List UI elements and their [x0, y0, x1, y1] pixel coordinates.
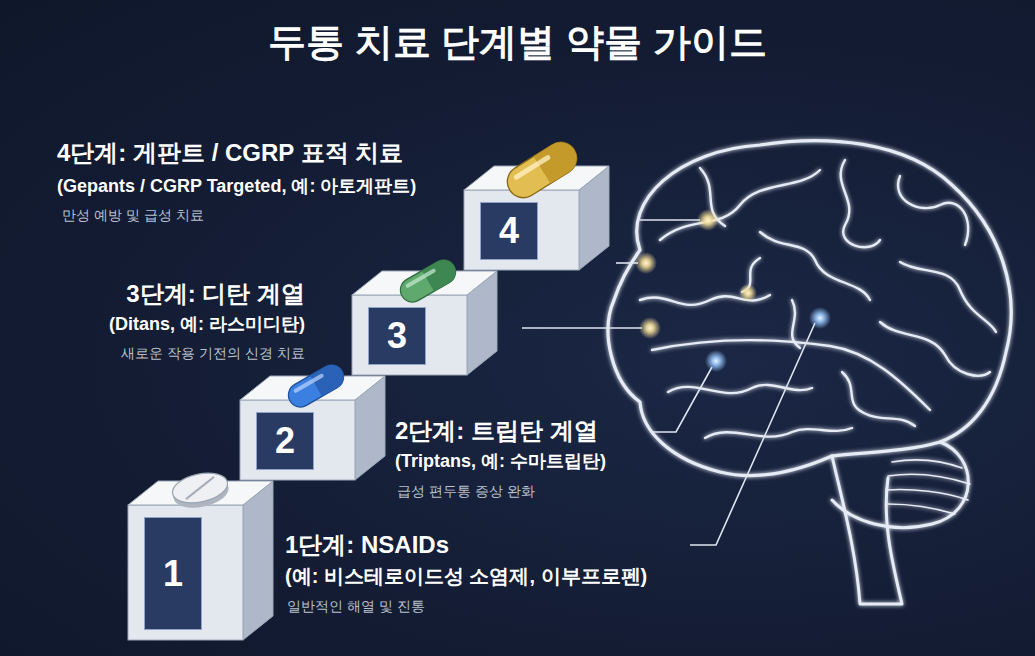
capsule-pill: [501, 136, 582, 203]
drug-example: (Ditans, 예: 라스미디탄): [109, 312, 305, 336]
step-description: 만성 예방 및 급성 치료: [62, 205, 204, 225]
diagram-title: 두통 치료 단계별 약물 가이드: [0, 18, 1035, 66]
step-description: 일반적인 해열 및 진통: [287, 596, 425, 616]
glow-dot: [639, 317, 661, 339]
step-front: [128, 505, 243, 640]
drug-example: (예: 비스테로이드성 소염제, 이부프로펜): [285, 563, 647, 589]
step-heading: 2단계: 트립탄 계열: [395, 416, 598, 446]
glow-dot: [697, 209, 719, 231]
step-number-panel: 4: [480, 202, 538, 260]
drug-example: (Gepants / CGRP Targeted, 예: 아토게판트): [57, 174, 416, 198]
step-number: 4: [499, 211, 519, 251]
leader-line: [650, 367, 712, 432]
brain-stem: [832, 456, 902, 604]
step-number-panel: 2: [256, 412, 314, 470]
glow-dot: [635, 252, 657, 274]
step-front: [352, 295, 467, 375]
cerebellum-folds: [886, 460, 970, 514]
step-heading: 1단계: NSAIDs: [285, 530, 449, 560]
step-front: [464, 190, 579, 270]
leader-line: [522, 327, 642, 329]
leader-line: [640, 219, 700, 221]
glow-dot: [739, 284, 757, 302]
step-heading: 3단계: 디탄 계열: [126, 279, 305, 309]
step-description: 급성 편두통 증상 완화: [397, 481, 535, 501]
tablet-pill: [170, 468, 232, 512]
step-number: 3: [387, 316, 407, 356]
step-heading: 4단계: 게판트 / CGRP 표적 치료: [57, 138, 403, 168]
cerebellum: [832, 442, 968, 528]
glow-dot: [809, 307, 831, 329]
brain-gyri: [640, 160, 996, 438]
brain-glow-dots: [635, 209, 831, 372]
step-number-panel: 3: [368, 307, 426, 365]
step-side: [243, 481, 273, 640]
step-front: [240, 400, 355, 480]
step-number-panel: 1: [144, 517, 202, 630]
leader-line: [616, 262, 638, 264]
glow-dot: [705, 350, 727, 372]
step-description: 새로운 작용 기전의 신경 치료: [121, 343, 305, 363]
capsule-pill: [396, 256, 460, 307]
step-number: 1: [163, 554, 183, 594]
brain-illustration: [608, 141, 1011, 604]
leader-line: [690, 323, 815, 545]
drug-example: (Triptans, 예: 수마트립탄): [395, 449, 606, 473]
step-number: 2: [275, 421, 295, 461]
capsule-pill: [284, 361, 348, 412]
brain-outline: [608, 141, 1011, 476]
